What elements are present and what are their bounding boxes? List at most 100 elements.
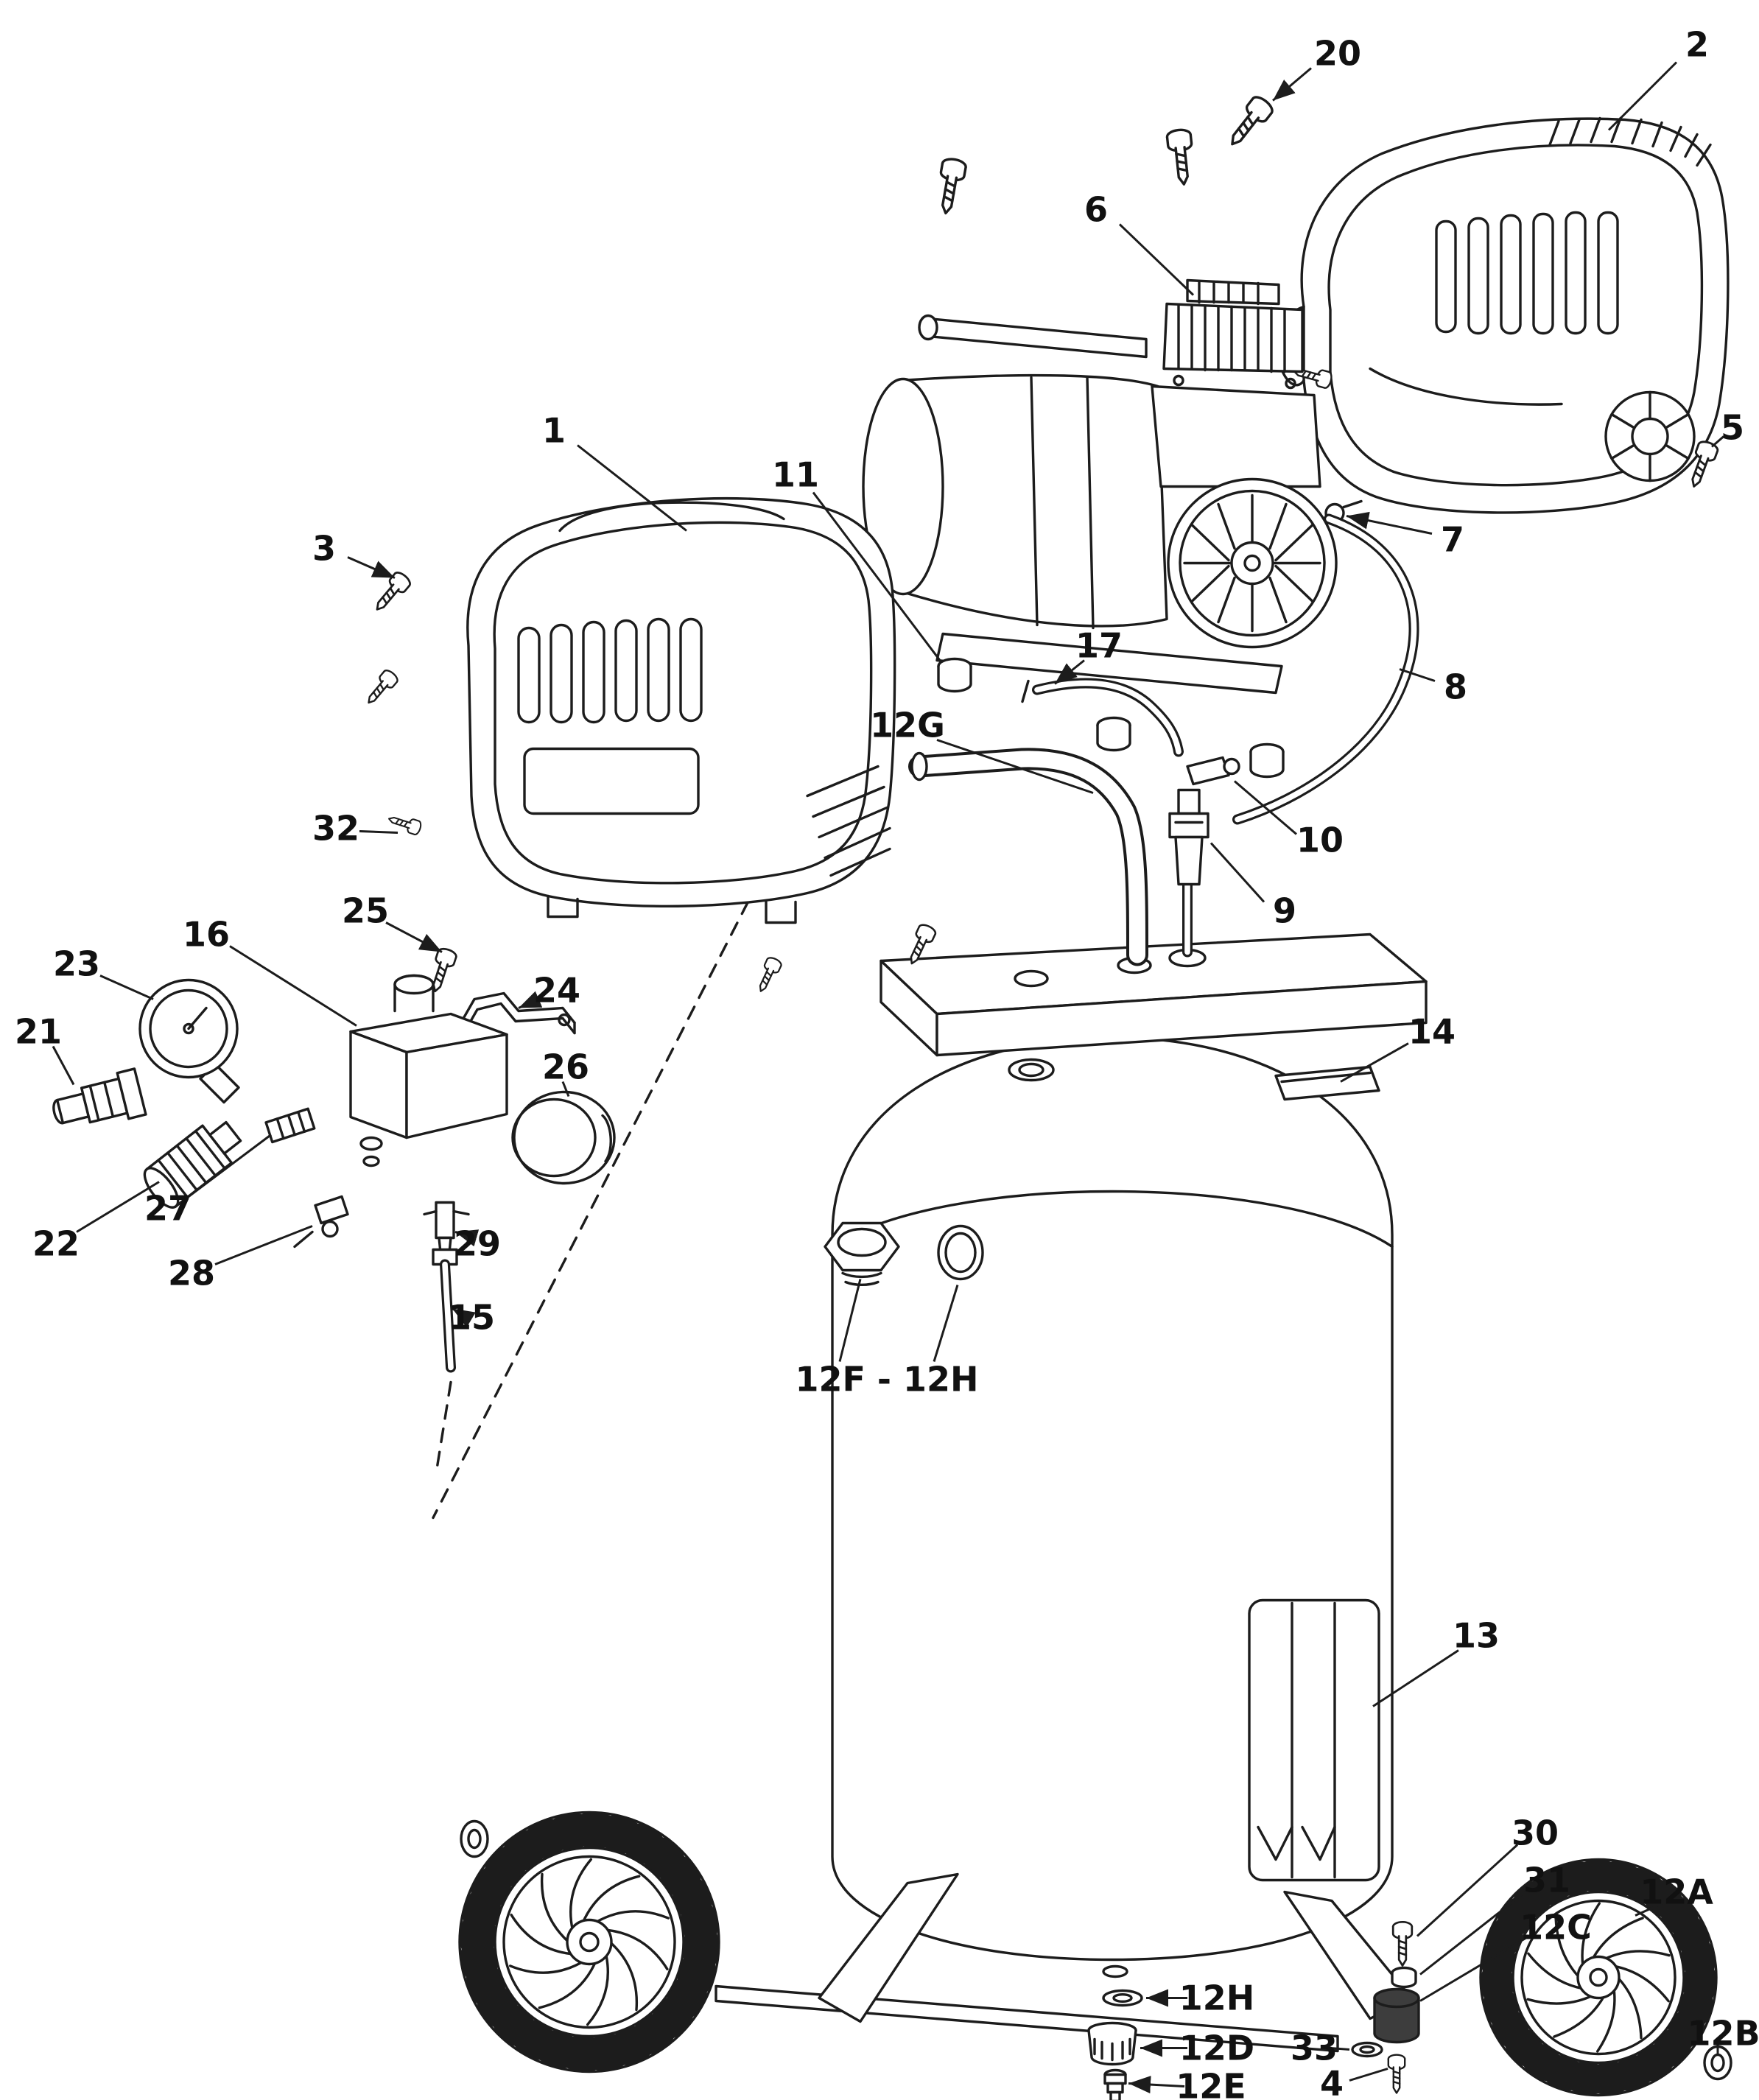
part-22-regulator <box>143 1120 242 1209</box>
leader-line <box>1209 842 1265 903</box>
part-12h-oring <box>937 1224 984 1281</box>
callout-7: 7 <box>1441 520 1464 560</box>
callout-12B: 12B <box>1687 2014 1759 2054</box>
callout-3: 3 <box>312 529 336 569</box>
leader-line <box>1419 1888 1530 1976</box>
part-28-fitting <box>293 1195 349 1249</box>
wheel-left <box>458 1811 720 2073</box>
leader-line <box>52 1045 75 1086</box>
part-13-tank <box>831 1036 1394 1962</box>
callout-12G: 12G <box>870 706 945 745</box>
leader-line <box>1607 61 1678 131</box>
callout-1: 1 <box>542 411 566 451</box>
part-16-manifold <box>349 974 508 1167</box>
part-12f-bushing <box>824 1221 900 1287</box>
flywheel-fan <box>1167 477 1338 649</box>
leader-line <box>1272 67 1312 102</box>
leader-line <box>518 991 543 1009</box>
part-12e-fitting <box>1103 2068 1127 2100</box>
part-10-fitting <box>1186 756 1240 786</box>
rubber-feet <box>937 657 1285 779</box>
leader-line <box>1330 2047 1350 2051</box>
callout-31: 31 <box>1523 1861 1570 1900</box>
callout-17: 17 <box>1075 626 1123 666</box>
callout-12D: 12D <box>1179 2029 1254 2068</box>
callout-30: 30 <box>1512 1813 1559 1853</box>
part-30-bolt <box>1391 1920 1414 1967</box>
part-23-gauge <box>138 978 240 1104</box>
spokes-right <box>1526 1902 1671 2053</box>
leader-line <box>188 1134 272 1198</box>
part-12h-washer-bottom <box>1102 1989 1143 2007</box>
leader-line <box>933 1285 959 1362</box>
callout-22: 22 <box>32 1224 80 1264</box>
callout-12C: 12C <box>1520 1908 1592 1948</box>
part-11-motor-pump <box>862 278 1363 779</box>
artwork <box>52 92 1732 2100</box>
leader-line <box>1372 1649 1459 1707</box>
leader-line <box>359 830 399 834</box>
callout-2: 2 <box>1685 25 1709 65</box>
leader-line <box>812 491 941 661</box>
part-12c-foot <box>1373 1987 1420 2044</box>
callout-16: 16 <box>183 915 230 955</box>
part-1-front-shroud <box>466 496 896 924</box>
spokes-left <box>508 1858 670 2026</box>
callout-4: 4 <box>1320 2064 1344 2100</box>
callout-32: 32 <box>312 809 359 849</box>
leader-line <box>1054 659 1085 685</box>
leader-line <box>347 556 396 579</box>
leader-line <box>214 1225 313 1265</box>
leader-line <box>229 945 357 1027</box>
leader-line <box>1346 511 1433 535</box>
callout-10: 10 <box>1296 821 1344 860</box>
part-8-outlet-tube <box>1232 513 1419 825</box>
callout-28: 28 <box>168 1254 215 1293</box>
leader-line <box>1234 780 1297 835</box>
callout-29: 29 <box>454 1224 501 1264</box>
part-26-gauge <box>511 1090 616 1185</box>
callout-8: 8 <box>1444 667 1467 707</box>
hubcap-left <box>460 1819 489 1858</box>
callout-15: 15 <box>448 1298 495 1338</box>
callout-13: 13 <box>1453 1616 1500 1656</box>
motor-platform <box>880 933 1428 1057</box>
callout-14: 14 <box>1408 1012 1456 1052</box>
shroud-top-vents <box>1548 116 1712 167</box>
callout-12E: 12E <box>1176 2067 1246 2100</box>
leader-line <box>1118 223 1195 296</box>
callout-23: 23 <box>53 944 100 984</box>
callout-33: 33 <box>1291 2029 1338 2068</box>
part-16-regulator-assembly <box>52 974 616 1373</box>
part-20-screw <box>1221 92 1277 153</box>
leader-line <box>1128 2076 1185 2094</box>
part-12a-wheel-right <box>1479 1858 1718 2097</box>
callout-20: 20 <box>1314 34 1361 74</box>
motor-base-bracket <box>935 632 1283 695</box>
leader-line <box>1419 1935 1530 2002</box>
leader-line <box>838 1279 862 1362</box>
part-21-coupler <box>52 1067 147 1125</box>
part-27-fitting <box>264 1107 316 1144</box>
part-4-bolt <box>1387 2054 1406 2094</box>
callout-9: 9 <box>1273 891 1296 931</box>
callout-26: 26 <box>542 1047 589 1087</box>
part-14-label-plate <box>1274 1065 1380 1101</box>
callout-24: 24 <box>533 971 580 1011</box>
part-12d-drain-cap <box>1087 2021 1137 2066</box>
callout-6: 6 <box>1084 190 1108 230</box>
part-9-check-valve <box>1168 788 1209 958</box>
leader-line <box>454 1229 480 1247</box>
leader-line <box>1340 1042 1409 1083</box>
part-12g-handle <box>908 748 1148 966</box>
left-leg <box>818 1872 959 2023</box>
leader-line <box>561 1081 570 1098</box>
part-31-nut <box>1391 1966 1417 1989</box>
part-6-pump-head <box>1162 302 1304 373</box>
pump-crankcase <box>1151 384 1321 488</box>
callout-11: 11 <box>772 455 819 495</box>
callout-21: 21 <box>15 1012 62 1052</box>
leader-line <box>1416 1844 1519 1937</box>
callout-12F - 12H: 12F - 12H <box>795 1360 978 1400</box>
